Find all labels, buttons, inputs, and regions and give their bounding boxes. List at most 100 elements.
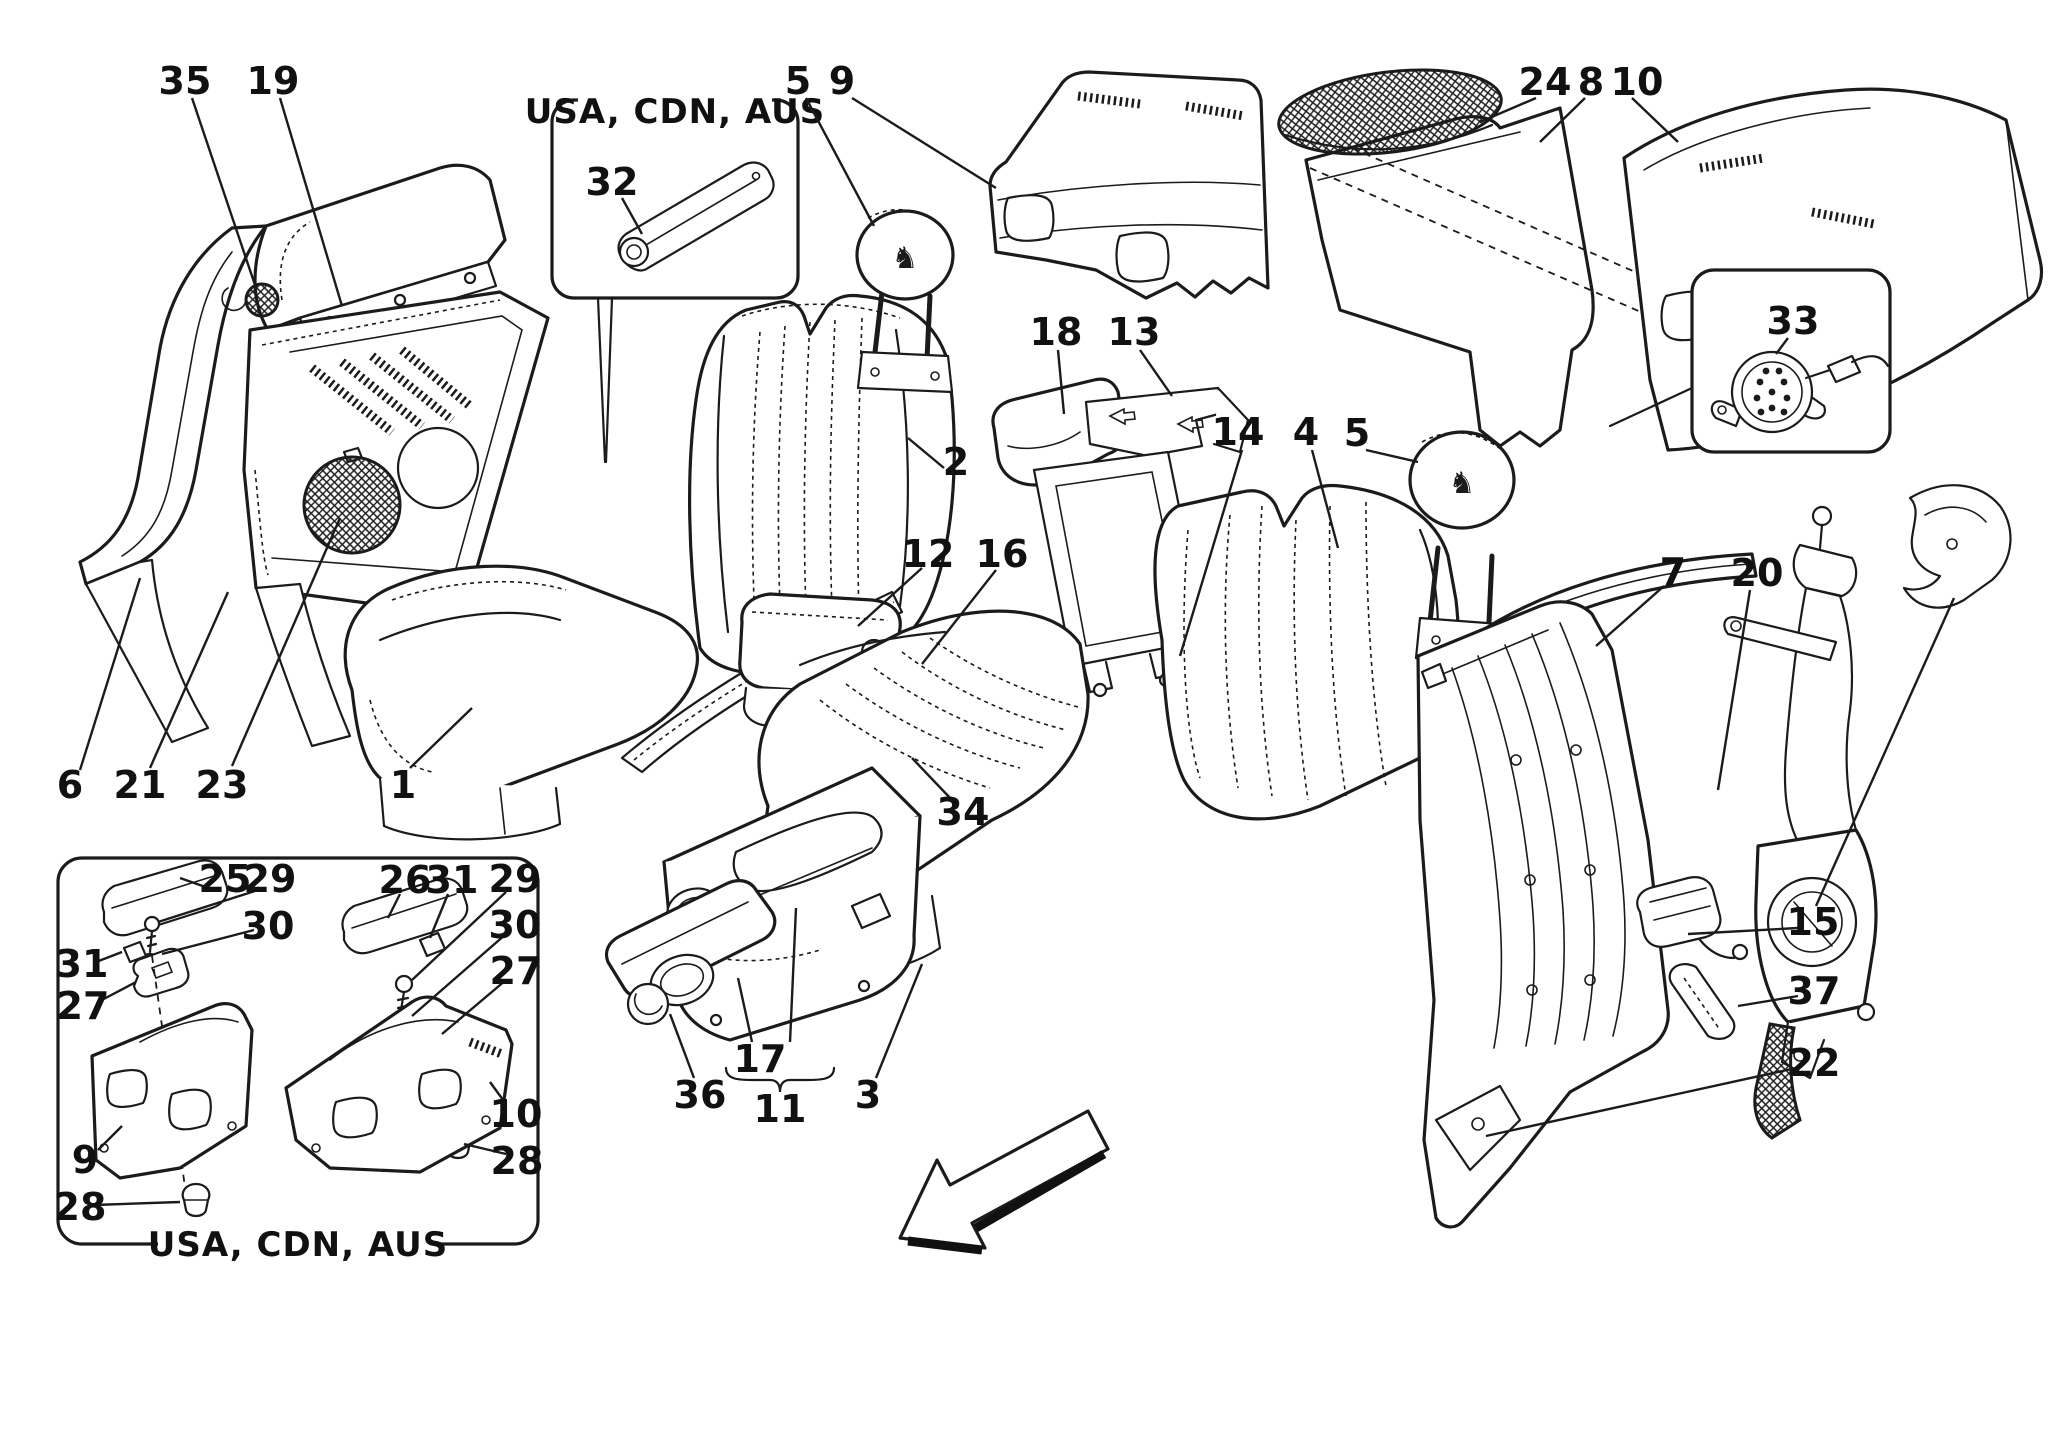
part-callout-23: 23 (196, 763, 249, 807)
inset-bottom-title: USA, CDN, AUS (148, 1225, 449, 1265)
callout-leader-35 (190, 97, 258, 289)
part-callout-15: 15 (1787, 900, 1840, 944)
part-callout-7: 7 (1660, 550, 1686, 594)
part-quarter-panel-upper-19 (253, 163, 507, 344)
part-callout-8: 8 (1578, 60, 1604, 104)
callout-leader-1 (409, 707, 473, 769)
part-callout-34: 34 (937, 790, 990, 834)
callout-leader-5 (1365, 448, 1419, 464)
callout-leader-30 (161, 928, 255, 956)
part-callout-10: 10 (490, 1092, 543, 1136)
callout-leader-30 (411, 933, 507, 1017)
inset-box-right (1608, 268, 1892, 454)
part-callout-28: 28 (54, 1185, 107, 1229)
part-buzzer-33 (1710, 350, 1890, 434)
callout-leader-4 (1310, 449, 1340, 549)
callout-leader-29 (411, 891, 507, 981)
callout-leader-15 (1814, 597, 1956, 907)
callout-leader-19 (278, 97, 344, 307)
callout-leader-10 (1631, 97, 1679, 143)
part-callout-26: 26 (379, 858, 432, 902)
part-callout-36: 36 (674, 1073, 727, 1117)
inset-bottom-title-mask (158, 1226, 438, 1262)
shelf-panel-mini-right-10 (284, 995, 514, 1174)
part-callout-5: 5 (785, 59, 811, 103)
direction-arrow (898, 1109, 1110, 1255)
seat-cushion-left-1 (343, 564, 699, 841)
part-callout-9: 9 (829, 59, 855, 103)
backrest-right-4 (1153, 483, 1460, 821)
belt-sleeve-37 (1668, 963, 1736, 1040)
part-callout-3: 3 (855, 1073, 881, 1117)
part-callout-4: 4 (1293, 410, 1319, 454)
part-assist-strap-32 (617, 161, 775, 272)
callout-leader-5 (804, 97, 876, 227)
part-callout-20: 20 (1731, 551, 1784, 595)
part-callout-11: 11 (754, 1087, 807, 1131)
armrest-25 (101, 859, 229, 937)
callout-leader-32 (620, 197, 644, 235)
callout-leader-12 (857, 567, 923, 627)
part-callout-37: 37 (1788, 969, 1841, 1013)
callout-leader-3 (874, 963, 924, 1079)
inset-box-bottom: USA, CDN, AUS (56, 856, 540, 1265)
callout-leader-18 (1056, 349, 1066, 415)
brace-11 (724, 1066, 836, 1093)
part-callout-18: 18 (1030, 310, 1083, 354)
callout-leader-21 (148, 591, 230, 769)
callout-leader-17 (788, 907, 798, 1043)
belt-buckle-15 (1636, 876, 1749, 961)
headrest-left-5: ♞ (855, 208, 955, 394)
part-callout-16: 16 (976, 532, 1029, 576)
part-callout-14: 14 (1212, 410, 1265, 454)
screw-29b (394, 974, 414, 1018)
callout-leader-17 (736, 977, 754, 1043)
inset-top-title: USA, CDN, AUS (525, 92, 826, 132)
grommet-28a (181, 1182, 211, 1218)
callout-leader-33 (1775, 337, 1789, 355)
callout-leader-24 (1479, 96, 1537, 124)
quarter-structure-22 (1416, 600, 1670, 1229)
armrest-26 (341, 877, 469, 955)
shelf-panel-center-9 (988, 70, 1270, 300)
part-callout-9: 9 (72, 1138, 98, 1182)
callout-leader-31 (95, 950, 123, 964)
callout-leader-15 (1687, 926, 1799, 936)
callout-leader-27 (441, 979, 507, 1035)
part-callout-33: 33 (1767, 299, 1820, 343)
callout-leader-20 (1716, 589, 1752, 791)
ring-escutcheon-36 (626, 953, 715, 1026)
part-callout-12: 12 (902, 532, 955, 576)
part-callout-30: 30 (242, 904, 295, 948)
callout-leader-26 (386, 893, 402, 919)
part-callout-27: 27 (490, 949, 543, 993)
belt-retractor-assembly-20 (1723, 505, 1878, 1140)
part-callout-17: 17 (734, 1037, 787, 1081)
screw-29a (143, 915, 161, 954)
speaker-grille-small-35 (221, 282, 280, 318)
part-callout-13: 13 (1108, 310, 1161, 354)
part-callout-29: 29 (489, 857, 542, 901)
part-callout-31: 31 (56, 942, 109, 986)
callout-leader-6 (78, 577, 142, 771)
callout-leader-8 (1539, 97, 1586, 143)
callout-leader-22 (1485, 1066, 1797, 1138)
part-callout-21: 21 (114, 763, 167, 807)
callout-leader-25 (179, 876, 215, 892)
callout-leader-37 (1737, 994, 1799, 1008)
callout-leader-28 (93, 1200, 181, 1207)
part-callout-35: 35 (159, 59, 212, 103)
callout-leader-9 (851, 96, 997, 190)
belt-guide-cover-15b (1902, 484, 2012, 609)
callout-leader-9 (97, 1125, 123, 1151)
callout-leader-14 (1178, 449, 1244, 657)
part-callout-24: 24 (1519, 60, 1572, 104)
callout-leader-27 (97, 980, 137, 1004)
part-callout-27: 27 (57, 984, 110, 1028)
callout-leader-10 (489, 1081, 507, 1105)
frame-plate-13 (1084, 386, 1250, 458)
part-callout-2: 2 (943, 440, 969, 484)
speaker-grille-oval-24 (1277, 68, 1503, 156)
